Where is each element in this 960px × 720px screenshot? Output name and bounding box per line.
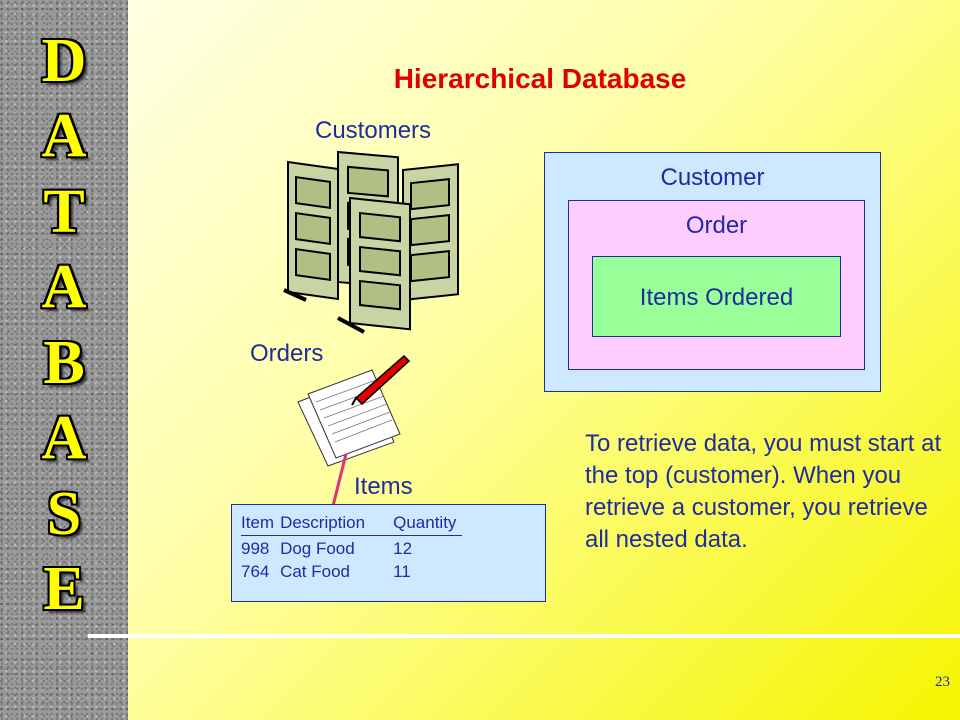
sidebar-letter: S [46,480,82,548]
order-box-label: Order [685,212,748,239]
sidebar-letter: T [43,178,85,246]
table-cell: 764 [241,562,270,581]
table-row: 998 Dog Food 12 [241,536,462,560]
description-text: To retrieve data, you must start at the … [585,430,942,553]
table-cell: 12 [393,539,413,558]
sidebar: D A T A B A S E [0,0,128,720]
table-header-cell: Quantity [393,513,463,536]
items-table: Item Description Quantity 998 Dog Food 1… [241,513,463,582]
table-cell: Dog Food [280,539,355,558]
items-ordered-box: Items Ordered [592,256,841,337]
table-cell: 998 [241,539,270,558]
table-cell: Cat Food [280,562,350,581]
title-underline [88,634,960,638]
items-label: Items [354,473,413,500]
filing-cabinet-icon [283,150,459,334]
sidebar-letter: A [41,102,87,170]
sidebar-letter: E [43,555,85,623]
table-cell: 11 [393,562,411,581]
items-table-box: Item Description Quantity 998 Dog Food 1… [231,504,546,602]
table-header-row: Item Description Quantity [241,513,463,536]
items-ordered-label: Items Ordered [639,284,794,311]
table-header-cell: Item [241,513,281,536]
sidebar-letter: A [41,404,87,472]
orders-label: Orders [250,340,324,367]
sidebar-letter: B [43,329,85,397]
paper-with-pen-icon [297,354,411,467]
table-header-cell: Description [280,513,394,536]
slide-title: Hierarchical Database [393,63,687,94]
sidebar-letter: D [41,27,87,95]
sidebar-letter: A [41,253,87,321]
customer-box-label: Customer [660,164,765,191]
table-row: 764 Cat Food 11 [241,559,462,582]
page-number: 23 [935,674,950,690]
customers-label: Customers [315,117,432,144]
